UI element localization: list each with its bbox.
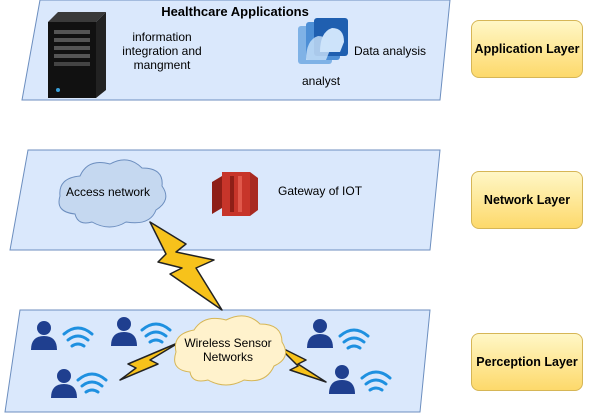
analyst-label: analyst: [302, 74, 341, 88]
wifi-icon-1: [62, 326, 94, 348]
analyst-icon: [298, 18, 348, 64]
server-icon: [48, 12, 106, 98]
application-layer-label: Application Layer: [474, 42, 580, 56]
access-network-label: Access network: [66, 185, 151, 199]
wifi-icon-5: [360, 370, 392, 392]
access-network-cloud: [58, 159, 167, 228]
network-layer-label: Network Layer: [483, 193, 571, 207]
sensor-user-1: [31, 321, 57, 350]
gateway-icon: [212, 172, 258, 216]
wifi-icon-4: [338, 328, 370, 350]
wifi-icon-2: [140, 322, 172, 344]
network-layer-box: Network Layer: [471, 171, 583, 229]
gateway-label: Gateway of IOT: [278, 184, 363, 198]
sensor-user-3: [51, 369, 77, 398]
perception-layer-label: Perception Layer: [476, 355, 578, 369]
information-integration-label: information integration and mangment: [122, 30, 202, 72]
application-layer-box: Application Layer: [471, 20, 583, 78]
wsn-label: Wireless Sensor Networks: [184, 336, 272, 364]
application-title: Healthcare Applications: [161, 4, 309, 19]
sensor-user-4: [307, 319, 333, 348]
sensor-user-2: [111, 317, 137, 346]
wifi-icon-3: [76, 372, 108, 394]
perception-layer-box: Perception Layer: [471, 333, 583, 391]
bolt-network-to-perception: [149, 221, 223, 311]
sensor-user-5: [329, 365, 355, 394]
wsn-cloud: [174, 315, 287, 386]
bolt-right-sensor: [277, 345, 327, 383]
bolt-left-sensor: [119, 341, 181, 381]
data-analysis-label: Data analysis: [354, 44, 427, 58]
